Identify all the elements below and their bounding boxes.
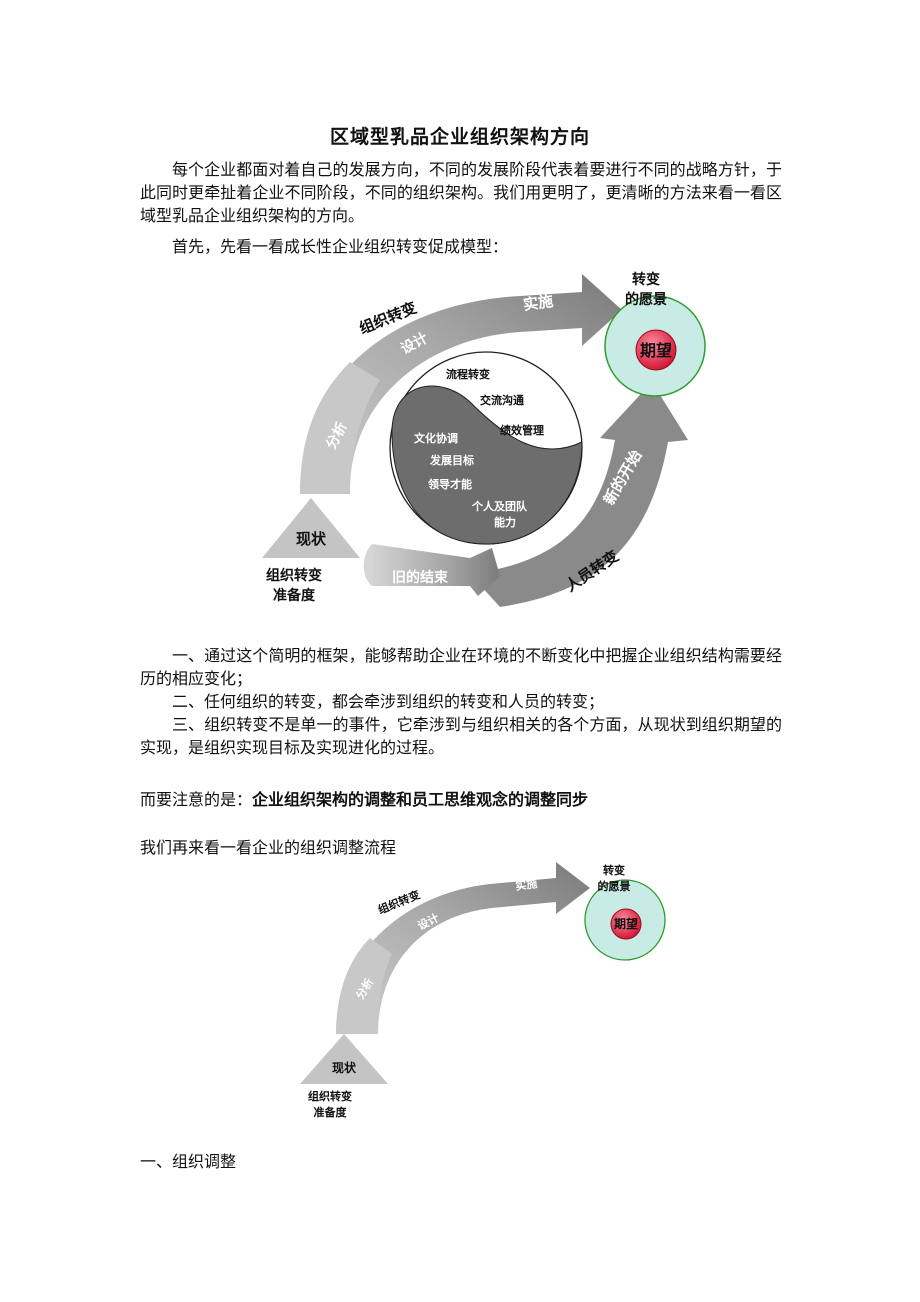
new-start-arrow — [470, 382, 688, 607]
point-1: 一、通过这个简明的框架，能够帮助企业在环境的不断变化中把握企业组织结构需要经历的… — [140, 646, 782, 688]
yy-ability: 能力 — [494, 515, 516, 529]
flow-readiness-label-2: 准备度 — [314, 1105, 348, 1119]
flow-vision-label-1: 转变 — [603, 863, 625, 877]
note-prefix: 而要注意的是： — [140, 790, 253, 809]
hope-circle — [635, 329, 677, 371]
implement-label: 实施 — [522, 292, 554, 314]
flow-status-label: 现状 — [332, 1060, 357, 1075]
status-label: 现状 — [296, 530, 327, 548]
old-end-arrow — [372, 544, 500, 596]
note-line: 而要注意的是：企业组织架构的调整和员工思维观念的调整同步 — [140, 788, 782, 811]
flow-status-triangle — [300, 1034, 388, 1084]
flow-vision-label-2: 的愿景 — [598, 879, 631, 893]
org-change-model-diagram: 转变 的愿景 期望 组织转变 设计 实施 分析 现状 组织转变 准备度 旧的结束… — [262, 271, 706, 607]
flow-hope-circle — [610, 908, 642, 940]
flow-readiness-label-1: 组织转变 — [308, 1089, 352, 1103]
flow-intro-text: 我们再来看一看企业的组织调整流程 — [140, 838, 397, 857]
point-3: 三、组织转变不是单一的事件，它牵涉到与组织相关的各个方面，从现状到组织期望的实现… — [140, 715, 782, 757]
point-2: 二、任何组织的转变，都会牵涉到组织的转变和人员的转变； — [172, 692, 605, 711]
model-lead-text: 首先，先看一看成长性企业组织转变促成模型： — [172, 237, 509, 256]
yy-leadership: 领导才能 — [427, 477, 472, 491]
yy-communication: 交流沟通 — [480, 393, 524, 407]
analysis-segment — [300, 362, 380, 494]
flow-analysis-segment — [336, 938, 392, 1034]
flow-hope-label: 期望 — [614, 916, 638, 931]
yy-goals: 发展目标 — [429, 453, 474, 467]
status-triangle — [262, 498, 360, 558]
flow-implement-label: 实施 — [514, 876, 538, 893]
yy-people-team: 个人及团队 — [471, 499, 528, 513]
readiness-label-2: 准备度 — [273, 587, 316, 604]
yy-process-change: 流程转变 — [446, 367, 490, 381]
readiness-label-1: 组织转变 — [266, 567, 322, 584]
yy-culture: 文化协调 — [414, 431, 458, 445]
intro-paragraph: 每个企业都面对着自己的发展方向，不同的发展阶段代表着要进行不同的战略方针，于此同… — [140, 160, 782, 225]
vision-label-2: 的愿景 — [625, 291, 667, 308]
old-end-label: 旧的结束 — [392, 569, 449, 586]
note-emphasis: 企业组织架构的调整和员工思维观念的调整同步 — [252, 790, 589, 809]
vision-label-1: 转变 — [632, 271, 660, 288]
yin-yang-dark-half — [391, 385, 583, 545]
page-title: 区域型乳品企业组织架构方向 — [329, 126, 590, 148]
hope-label: 期望 — [640, 341, 672, 360]
upper-arc-arrow — [300, 274, 622, 494]
section-heading-1: 一、组织调整 — [140, 1152, 237, 1171]
yy-performance: 绩效管理 — [500, 423, 544, 437]
org-adjust-flow-diagram: 转变 的愿景 期望 组织转变 设计 实施 分析 现状 组织转变 准备度 — [300, 862, 666, 1119]
